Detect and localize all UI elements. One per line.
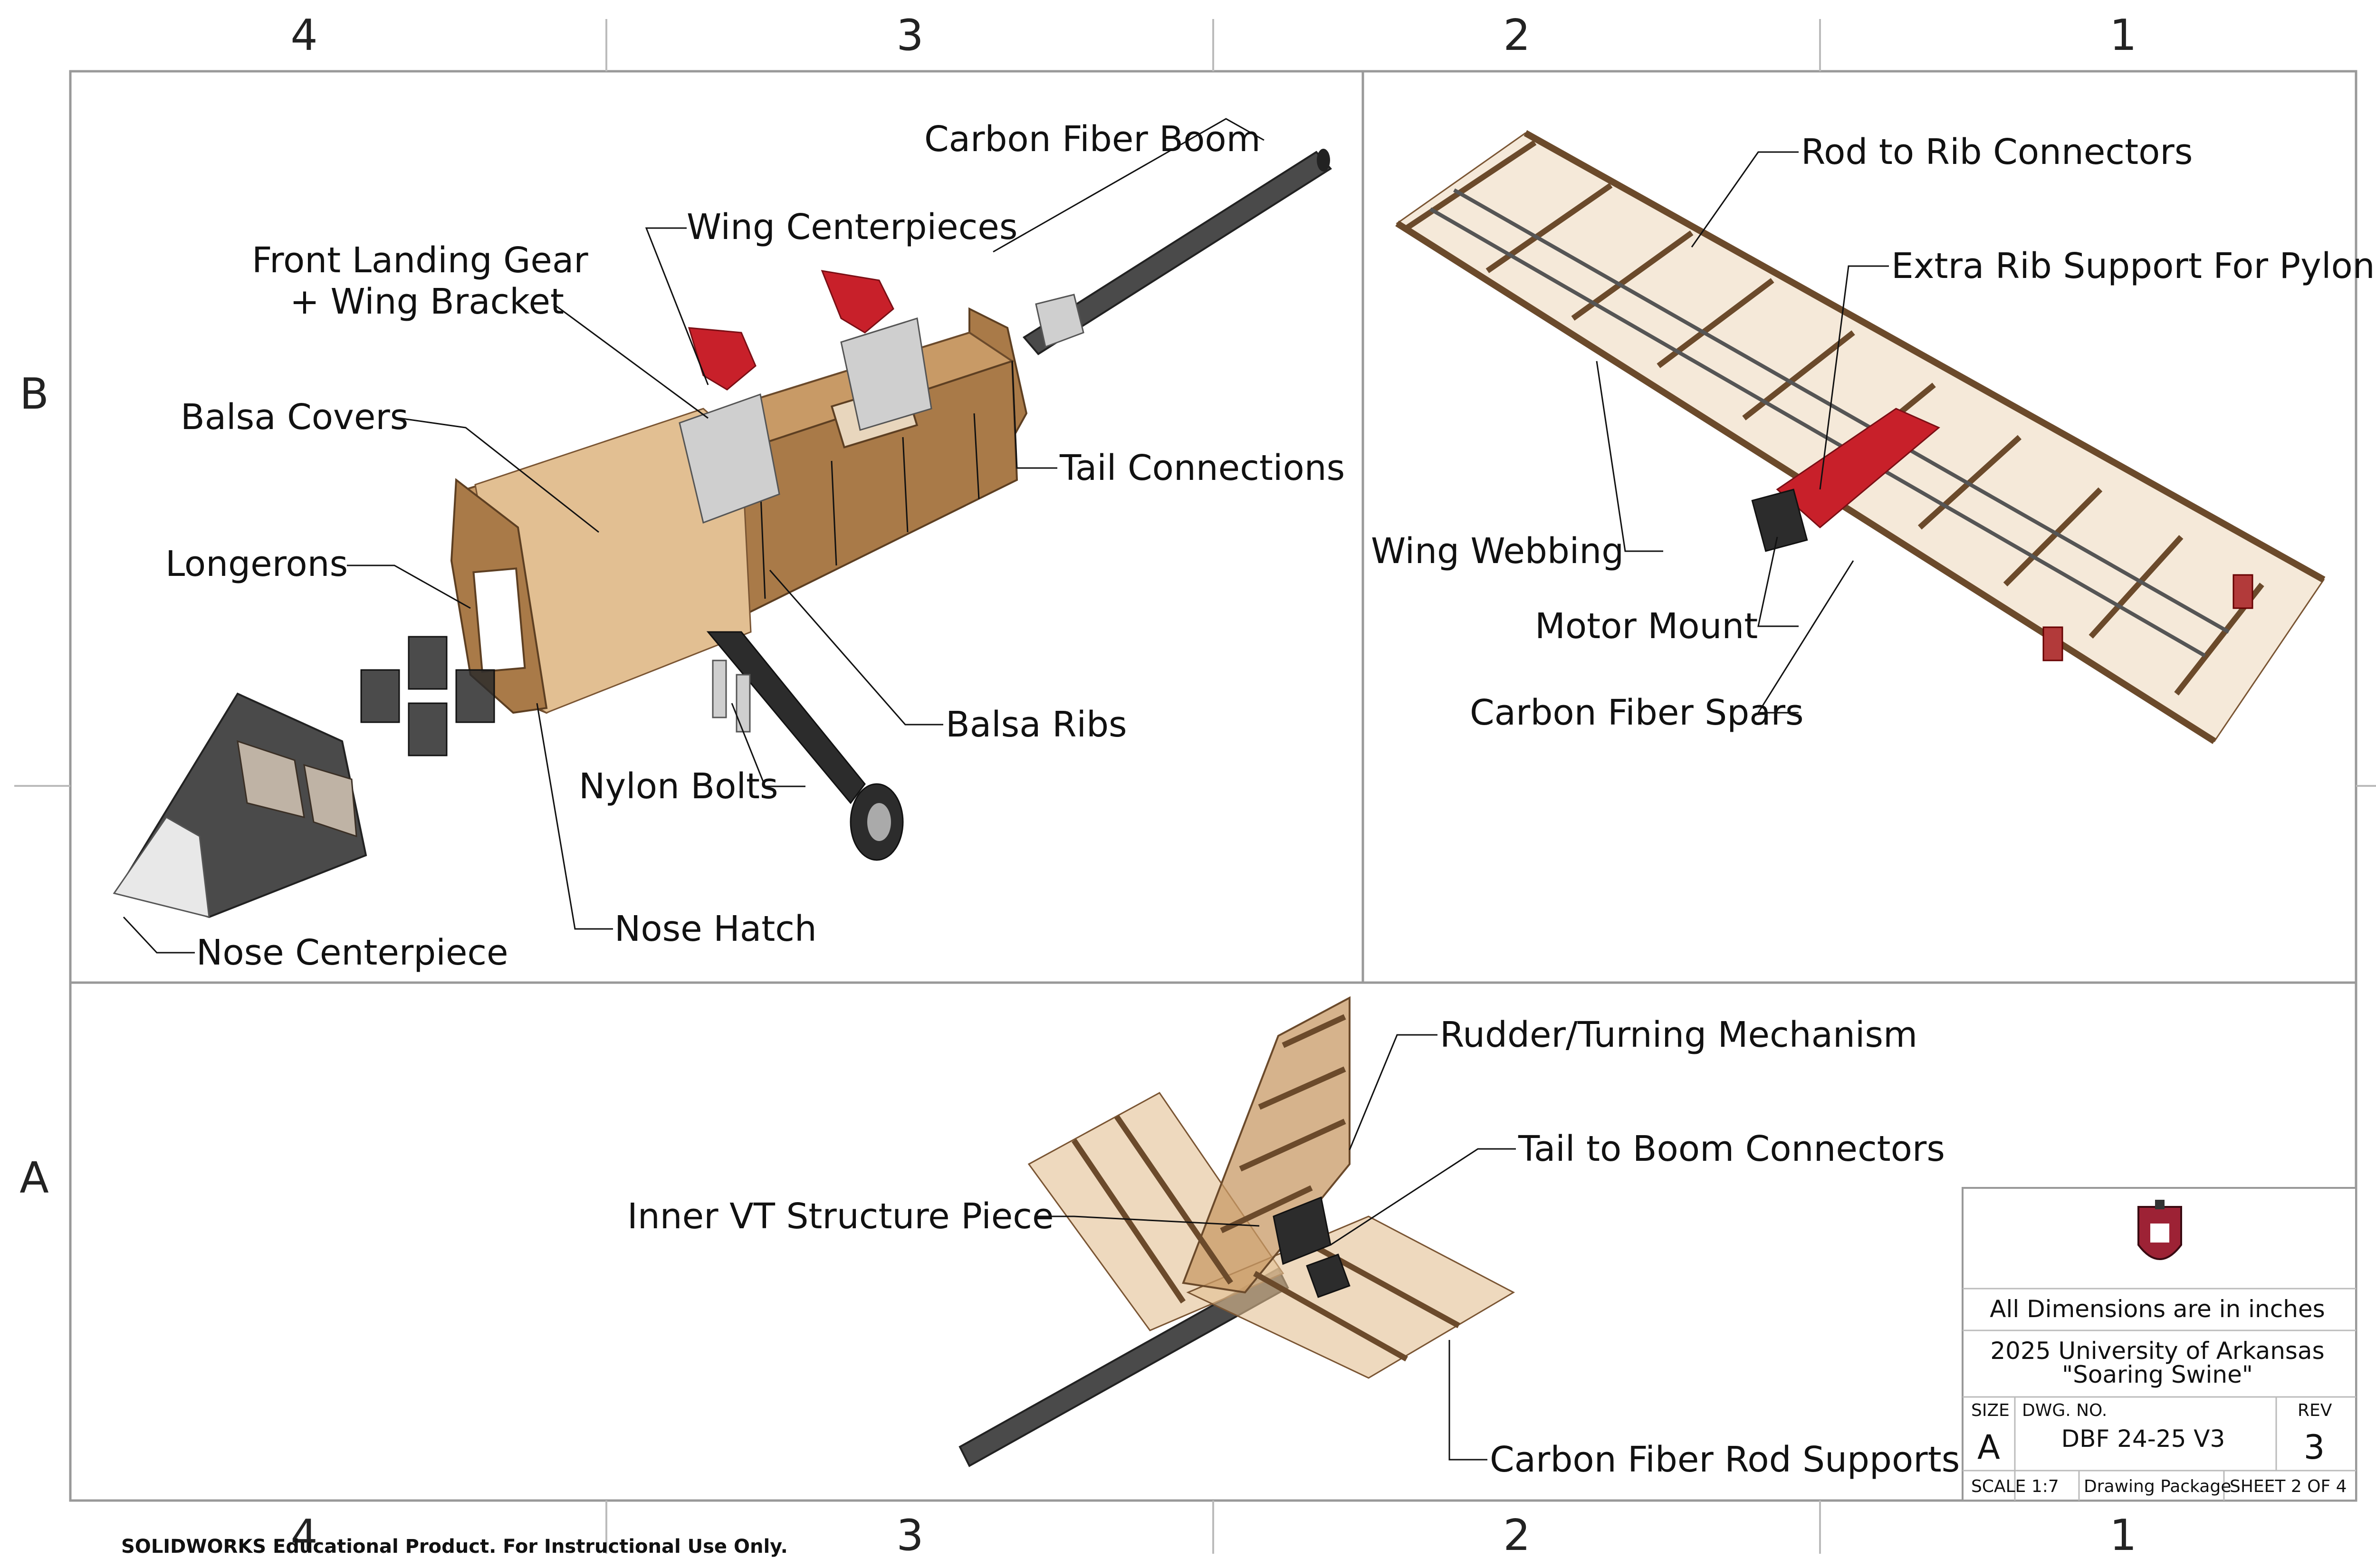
label-longerons: Longerons [165,544,348,584]
zone-col-bottom-1: 1 [2109,1511,2136,1560]
callout-labels: Carbon Fiber Boom Wing Centerpieces Fron… [165,119,2375,1480]
label-tail-to-boom: Tail to Boom Connectors [1518,1128,1945,1169]
title-block: All Dimensions are in inches 2025 Univer… [1962,1187,2357,1501]
dimensions-note: All Dimensions are in inches [1990,1295,2325,1323]
tail-to-boom-connector [1306,1253,1351,1298]
zone-col-top-3: 3 [896,10,923,60]
wing-leaders [1596,151,1889,714]
fuselage-leaders [123,118,1265,954]
label-rudder-mechanism: Rudder/Turning Mechanism [1440,1014,1917,1055]
rev-label: REV [2298,1401,2332,1420]
label-balsa-ribs: Balsa Ribs [946,704,1127,745]
carbon-fiber-spars [1429,188,2230,658]
carbon-fiber-boom [1022,151,1332,355]
motor-mount-pylon [1776,408,1940,528]
longerons [360,636,495,756]
wing-bracket-front [679,393,780,524]
dwg-label: DWG. NO. [2022,1401,2107,1420]
vt-ribs [1220,1014,1346,1233]
project-name: "Soaring Swine" [2062,1361,2253,1388]
tail-leaders [1036,1034,1516,1461]
zone-col-bottom-4: 4 [290,1511,317,1560]
org-line: 2025 University of Arkansas [1990,1337,2324,1365]
boom-clamp [1035,294,1084,348]
scale-value: SCALE 1:7 [1971,1477,2059,1496]
nose-windows [237,740,357,838]
label-tail-connections: Tail Connections [1059,448,1345,488]
rod-to-rib-connectors [2042,574,2253,661]
university-crest-icon [2137,1200,2182,1260]
label-front-landing-gear-1: Front Landing Gear [252,240,588,281]
balsa-ribs [759,413,980,599]
vertical-tail [1182,996,1351,1294]
label-wing-centerpieces: Wing Centerpieces [687,207,1017,248]
label-extra-rib-support: Extra Rib Support For Pylon [1891,246,2375,287]
hs-ribs [1072,1115,1460,1362]
wing-structure-view [1395,130,2326,744]
label-balsa-covers: Balsa Covers [181,397,408,438]
motor-mount-plate [1751,488,1808,552]
fuselage-exploded-view [113,149,1332,918]
label-carbon-fiber-boom: Carbon Fiber Boom [924,119,1261,160]
zone-col-top-2: 2 [1503,10,1530,60]
size-label: SIZE [1971,1401,2010,1420]
label-front-landing-gear-2: + Wing Bracket [290,281,564,322]
wing-centerpiece-front [688,327,757,391]
label-nose-hatch: Nose Hatch [614,908,817,949]
zone-row-left-a: A [19,1153,49,1203]
wing-bracket-rear [840,317,932,431]
sheet-number: SHEET 2 OF 4 [2230,1477,2347,1496]
zone-col-top-4: 4 [290,10,317,60]
label-nylon-bolts: Nylon Bolts [579,766,778,807]
label-carbon-fiber-spars: Carbon Fiber Spars [1470,692,1804,733]
tail-assembly-view [958,996,1515,1467]
drawing-package: Drawing Package [2084,1477,2231,1496]
label-nose-centerpiece: Nose Centerpiece [196,932,508,973]
boom-end-cap [1317,149,1330,172]
wheel-hub [867,803,891,841]
wing-centerpiece-rear [821,270,894,334]
zone-ticks [14,19,2376,1554]
dwg-value: DBF 24-25 V3 [2061,1425,2225,1453]
label-inner-vt-piece: Inner VT Structure Piece [627,1196,1054,1237]
nose-bulkhead-opening [472,567,526,673]
size-value: A [1977,1428,2000,1467]
label-motor-mount: Motor Mount [1535,606,1758,647]
zone-col-bottom-2: 2 [1503,1511,1530,1560]
label-wing-webbing: Wing Webbing [1371,531,1624,572]
zone-col-bottom-3: 3 [896,1511,923,1560]
label-carbon-fiber-rod-supports: Carbon Fiber Rod Supports [1490,1439,1960,1480]
zone-col-top-1: 1 [2109,10,2136,60]
rev-value: 3 [2304,1428,2325,1467]
nose-tip [113,816,210,918]
zone-row-left-b: B [19,369,49,419]
solidworks-watermark: SOLIDWORKS Educational Product. For Inst… [121,1536,788,1558]
label-rod-to-rib-connectors: Rod to Rib Connectors [1801,132,2193,172]
